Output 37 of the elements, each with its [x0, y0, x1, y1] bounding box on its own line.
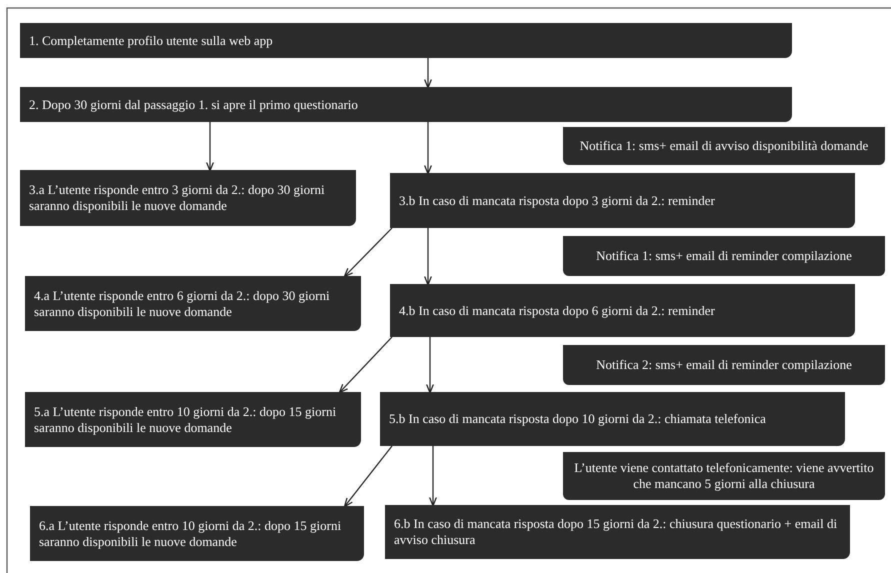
- process-box: [25, 392, 361, 447]
- arrow: [424, 122, 432, 174]
- process-box: [390, 284, 855, 337]
- arrow: [424, 228, 432, 286]
- process-box: [20, 23, 792, 58]
- box-text: 1. Completamente profilo utente sulla web app: [29, 32, 273, 48]
- arrow: [206, 122, 214, 172]
- process-box: [385, 505, 850, 559]
- arrow: [338, 336, 392, 394]
- box-text: 5.b In caso di mancata risposta dopo 10 giorni da 2.: chiamata telefonica: [389, 411, 766, 427]
- arrow: [344, 446, 392, 508]
- process-box: [390, 173, 855, 228]
- box-text: Notifica 2: sms+ email di reminder compilazione: [596, 357, 852, 373]
- box-text: 3.a L’utente risponde entro 3 giorni da 2.: dopo 30 giorni saranno disponibili le nuove domande: [29, 182, 326, 214]
- process-box: [20, 87, 792, 122]
- box-text: 6.a L’utente risponde entro 10 giorni da 2.: dopo 15 giorni saranno disponibili le nuove domande: [39, 518, 342, 550]
- process-box: [563, 127, 885, 165]
- process-box: [563, 452, 885, 500]
- process-box: [20, 170, 356, 226]
- box-text: 5.a L’utente risponde entro 10 giorni da 2.: dopo 15 giorni saranno disponibili le nuove domande: [34, 404, 338, 436]
- box-text: 4.b In caso di mancata risposta dopo 6 giorni da 2.: reminder: [399, 302, 715, 318]
- arrow: [426, 337, 434, 394]
- process-box: [30, 506, 364, 561]
- box-text: 4.a L’utente risponde entro 6 giorni da 2.: dopo 30 giorni saranno disponibili le nuove domande: [34, 288, 331, 320]
- process-box: [563, 236, 885, 276]
- box-text: Notifica 1: sms+ email di reminder compilazione: [596, 248, 852, 264]
- box-text: Notifica 1: sms+ email di avviso disponibilità domande: [580, 138, 868, 154]
- process-box: [563, 345, 885, 385]
- box-text: 3.b In caso di mancata risposta dopo 3 giorni da 2.: reminder: [399, 192, 715, 208]
- arrow: [429, 446, 437, 506]
- box-text: L’utente viene contattato telefonicamente: viene avvertito che mancano 5 giorni alla chiusura: [573, 460, 875, 492]
- process-box: [380, 392, 845, 446]
- arrow: [424, 58, 432, 88]
- process-box: [25, 276, 361, 331]
- box-text: 6.b In caso di mancata risposta dopo 15 giorni da 2.: chiusura questionario + email di avviso chiusura: [394, 516, 838, 548]
- arrow: [344, 228, 392, 278]
- box-text: 2. Dopo 30 giorni dal passaggio 1. si apre il primo questionario: [29, 96, 358, 112]
